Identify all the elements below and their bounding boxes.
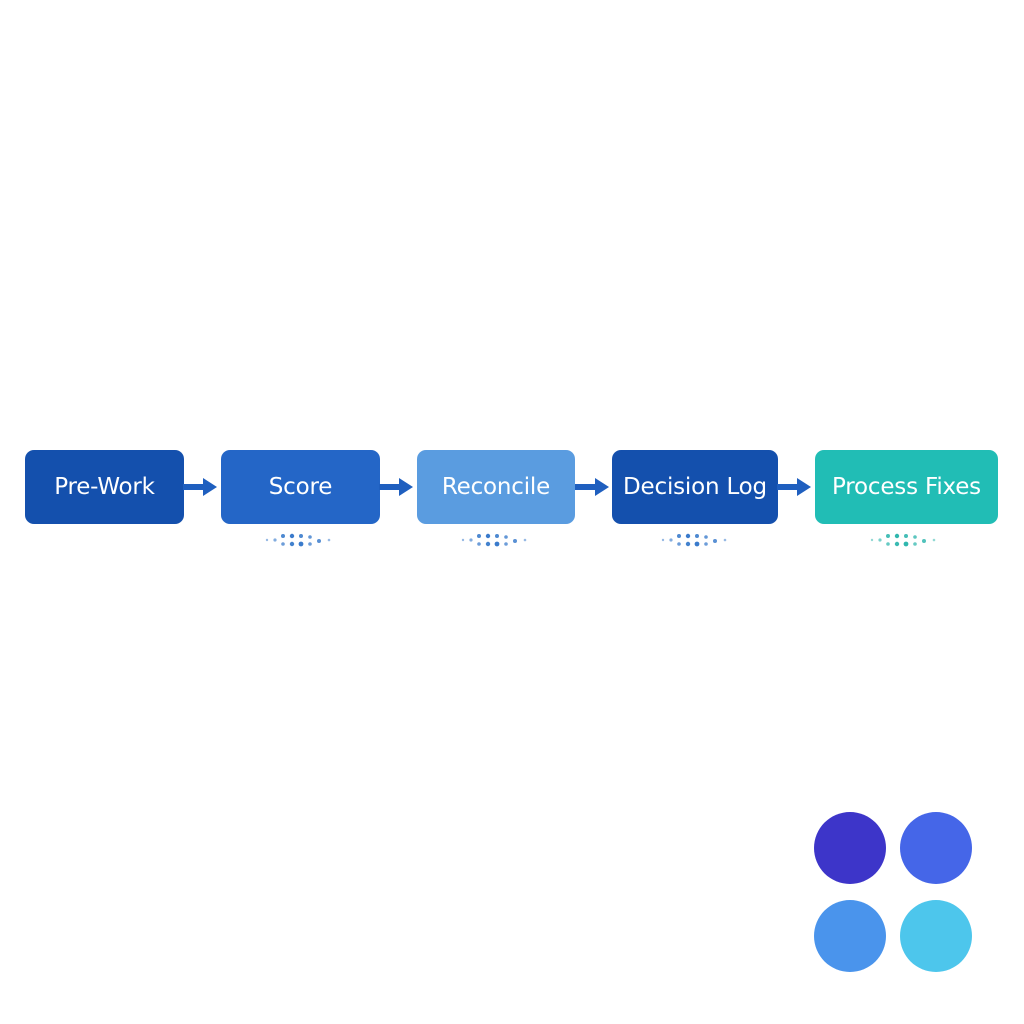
step-decision-log-label: Decision Log [623, 474, 767, 500]
dot [704, 542, 708, 546]
dot [723, 538, 727, 542]
step-reconcile-label: Reconcile [441, 474, 551, 500]
step-decision-log: Decision Log [612, 450, 778, 524]
arrow-right-icon [575, 478, 609, 496]
dot [669, 538, 673, 542]
dot [317, 539, 321, 543]
palette-swatch [900, 900, 972, 972]
dot [922, 539, 926, 543]
dot [886, 542, 890, 546]
dot [504, 542, 508, 546]
dot [661, 538, 665, 542]
dot [299, 534, 303, 538]
dot [477, 534, 481, 538]
dot [523, 538, 527, 542]
dot [685, 541, 691, 547]
dot [677, 534, 681, 538]
dot-cluster-icon [265, 533, 331, 547]
dot [677, 542, 681, 546]
palette-swatch [900, 812, 972, 884]
dot [713, 539, 717, 543]
dot [685, 533, 691, 539]
dot [870, 538, 874, 542]
dot [886, 534, 890, 538]
dot [485, 533, 491, 539]
dot-cluster-icon [870, 533, 936, 547]
dot [494, 541, 500, 547]
dot [461, 538, 465, 542]
dot [265, 538, 269, 542]
step-pre-work: Pre-Work [25, 450, 184, 524]
dot [485, 541, 491, 547]
dot [694, 541, 700, 547]
dot [477, 542, 481, 546]
dot [469, 538, 473, 542]
step-pre-work-label: Pre-Work [54, 474, 155, 500]
palette-swatch [814, 900, 886, 972]
palette-swatch [814, 812, 886, 884]
dot [289, 533, 295, 539]
dot-cluster-icon [661, 533, 727, 547]
arrow-right-icon [777, 478, 811, 496]
step-score-label: Score [268, 474, 333, 500]
dot [913, 535, 917, 539]
step-process-fixes-label: Process Fixes [832, 474, 981, 500]
dot [704, 535, 708, 539]
dot [932, 538, 936, 542]
dot [894, 533, 900, 539]
dot [289, 541, 295, 547]
dot-cluster-icon [461, 533, 527, 547]
dot [913, 542, 917, 546]
dot [504, 535, 508, 539]
dot [308, 542, 312, 546]
dot [513, 539, 517, 543]
step-score: Score [221, 450, 380, 524]
dot [273, 538, 277, 542]
step-process-fixes: Process Fixes [815, 450, 998, 524]
arrow-right-icon [183, 478, 217, 496]
dot [327, 538, 331, 542]
dot [281, 542, 285, 546]
arrow-right-icon [379, 478, 413, 496]
dot [495, 534, 499, 538]
dot [878, 538, 882, 542]
step-reconcile: Reconcile [417, 450, 575, 524]
dot [298, 541, 304, 547]
dot [904, 534, 908, 538]
dot [894, 541, 900, 547]
dot [695, 534, 699, 538]
dot [903, 541, 909, 547]
dot [281, 534, 285, 538]
dot [308, 535, 312, 539]
